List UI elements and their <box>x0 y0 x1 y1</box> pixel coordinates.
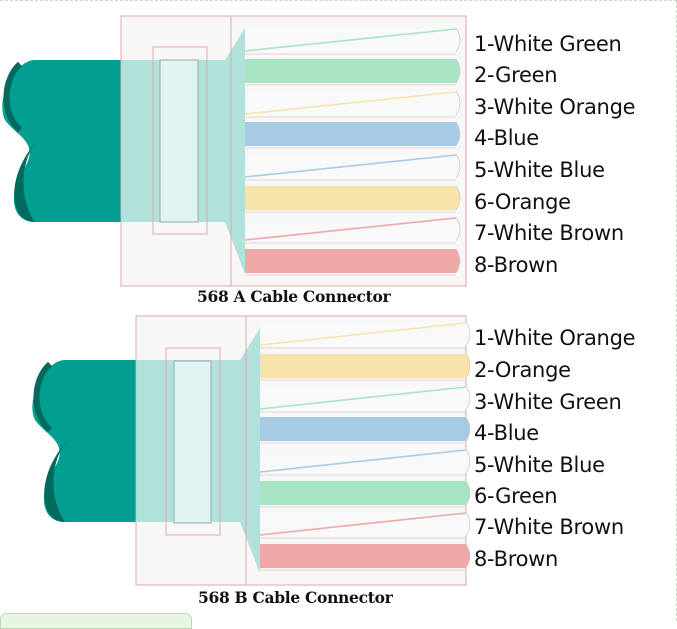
pin-label-5: 5-White Blue <box>474 453 605 477</box>
diagram-568a: 1-White Green 2-Green 3-White Orange 4-B… <box>0 0 677 310</box>
wire-3-stripe <box>244 91 457 115</box>
pin-label-6: 6-Orange <box>474 190 571 214</box>
wire-6-end <box>465 480 471 506</box>
connector-568a-graphic <box>2 15 467 287</box>
pin-label-4: 4-Blue <box>474 126 539 150</box>
diagram-568b: 1-White Orange 2-Orange 3-White Green 4-… <box>0 310 677 615</box>
pin-label-1: 1-White Orange <box>474 326 636 350</box>
wire-6 <box>260 481 466 505</box>
pin-label-5: 5-White Blue <box>474 158 605 182</box>
wire-4 <box>260 417 466 441</box>
wire-7-end <box>455 216 461 242</box>
wire-1-stripe <box>244 28 457 52</box>
pin-label-1: 1-White Green <box>474 32 622 56</box>
connector-latch <box>159 59 199 223</box>
wire-3-stripe <box>259 386 467 410</box>
wire-7-end <box>465 511 471 537</box>
pin-label-4: 4-Blue <box>474 421 539 445</box>
wire-8 <box>245 249 456 273</box>
pin-label-6: 6-Green <box>474 484 558 508</box>
wire-5-stripe <box>259 449 467 473</box>
wire-5-end <box>465 448 471 474</box>
caption-568a: 568 A Cable Connector <box>197 287 391 306</box>
pin-label-7: 7-White Brown <box>474 515 624 539</box>
cable-jacket-shadow <box>14 137 40 222</box>
caption-568b: 568 B Cable Connector <box>198 588 393 607</box>
cable-jacket-fold <box>3 61 23 133</box>
page-border-top <box>0 0 677 1</box>
connector-latch-outline <box>165 347 221 536</box>
wire-3-end <box>455 90 461 116</box>
wire-5-stripe <box>244 154 457 178</box>
wire-3-end <box>465 385 471 411</box>
bottom-tab <box>0 613 192 629</box>
wire-5-end <box>455 153 461 179</box>
wire-6-end <box>455 185 461 211</box>
cable-jacket-fold <box>33 361 53 433</box>
wire-7-stripe <box>244 217 457 241</box>
wire-8-end <box>465 543 471 569</box>
cable-jacket <box>2 60 126 222</box>
wire-4-end <box>465 416 471 442</box>
pin-label-8: 8-Brown <box>474 253 559 277</box>
pin-label-2: 2-Green <box>474 63 558 87</box>
wire-4 <box>245 122 456 146</box>
cable-jacket <box>32 360 169 522</box>
wire-2 <box>260 354 466 378</box>
wire-8 <box>260 544 466 568</box>
connector-568b-graphic <box>32 315 471 586</box>
pin-label-3: 3-White Green <box>474 390 622 414</box>
wire-6 <box>245 186 456 210</box>
wire-2-end <box>465 353 471 379</box>
wire-2-end <box>455 58 461 84</box>
pin-label-8: 8-Brown <box>474 547 559 571</box>
wire-7-stripe <box>259 512 467 536</box>
pin-label-3: 3-White Orange <box>474 95 636 119</box>
pin-label-2: 2-Orange <box>474 358 571 382</box>
wire-4-end <box>455 121 461 147</box>
connector-latch <box>173 360 212 524</box>
connector-latch-outline <box>152 46 208 235</box>
wire-1-stripe <box>259 322 467 346</box>
pin-label-7: 7-White Brown <box>474 221 624 245</box>
wire-8-end <box>455 248 461 274</box>
cable-jacket-shadow <box>44 437 70 522</box>
wire-1-end <box>465 321 471 347</box>
wire-2 <box>245 59 456 83</box>
wire-1-end <box>455 27 461 53</box>
